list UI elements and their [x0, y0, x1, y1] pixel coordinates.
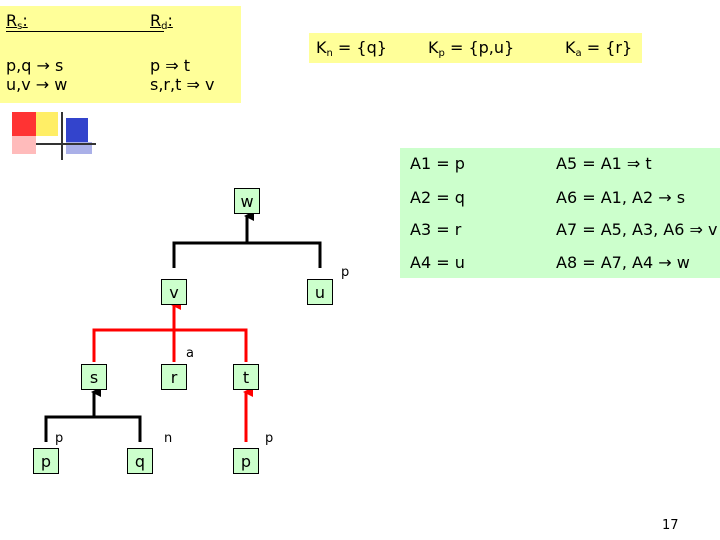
knowledge-sets-box: [309, 33, 642, 63]
kp-set: Kp = {p,u}: [428, 38, 515, 60]
argument-a2: A2 = q: [410, 188, 465, 207]
node-q-tag: n: [164, 431, 173, 446]
strict-rules-header: Rs:: [6, 11, 28, 33]
strict-rule-1: p,q → s: [6, 56, 64, 75]
defeasible-rule-1: p ⇒ t: [150, 56, 191, 75]
node-v: v: [161, 279, 187, 305]
arguments-box: [400, 148, 720, 278]
node-u-tag: p: [341, 265, 350, 280]
edge-s-children: [44, 387, 142, 442]
node-p-left: p: [33, 448, 59, 474]
argument-a6: A6 = A1, A2 → s: [556, 188, 686, 207]
kn-set: Kn = {q}: [316, 38, 387, 60]
strict-rule-2: u,v → w: [6, 75, 68, 94]
rules-header-underline: [6, 31, 164, 32]
argument-a5: A5 = A1 ⇒ t: [556, 154, 652, 173]
argument-a8: A8 = A7, A4 → w: [556, 253, 690, 272]
defeasible-rules-header: Rd:: [150, 11, 173, 33]
argument-a3: A3 = r: [410, 220, 462, 239]
node-p-right: p: [233, 448, 259, 474]
node-r: r: [161, 364, 187, 390]
slide-logo-icon: [12, 112, 96, 160]
edge-v-children: [92, 300, 248, 362]
node-s: s: [81, 364, 107, 390]
node-u: u: [307, 279, 333, 305]
argument-a7: A7 = A5, A3, A6 ⇒ v: [556, 220, 718, 239]
node-r-tag: a: [186, 346, 194, 361]
ka-set: Ka = {r}: [565, 38, 633, 60]
argument-a1: A1 = p: [410, 154, 465, 173]
node-t: t: [233, 364, 259, 390]
defeasible-rule-2: s,r,t ⇒ v: [150, 75, 215, 94]
node-q: q: [127, 448, 153, 474]
rules-box: [0, 6, 241, 103]
page-number: 17: [662, 518, 679, 533]
node-p-right-tag: p: [265, 431, 274, 446]
node-p-left-tag: p: [55, 431, 64, 446]
edge-w-children: [172, 211, 322, 268]
argument-a4: A4 = u: [410, 253, 465, 272]
node-w: w: [234, 188, 260, 214]
